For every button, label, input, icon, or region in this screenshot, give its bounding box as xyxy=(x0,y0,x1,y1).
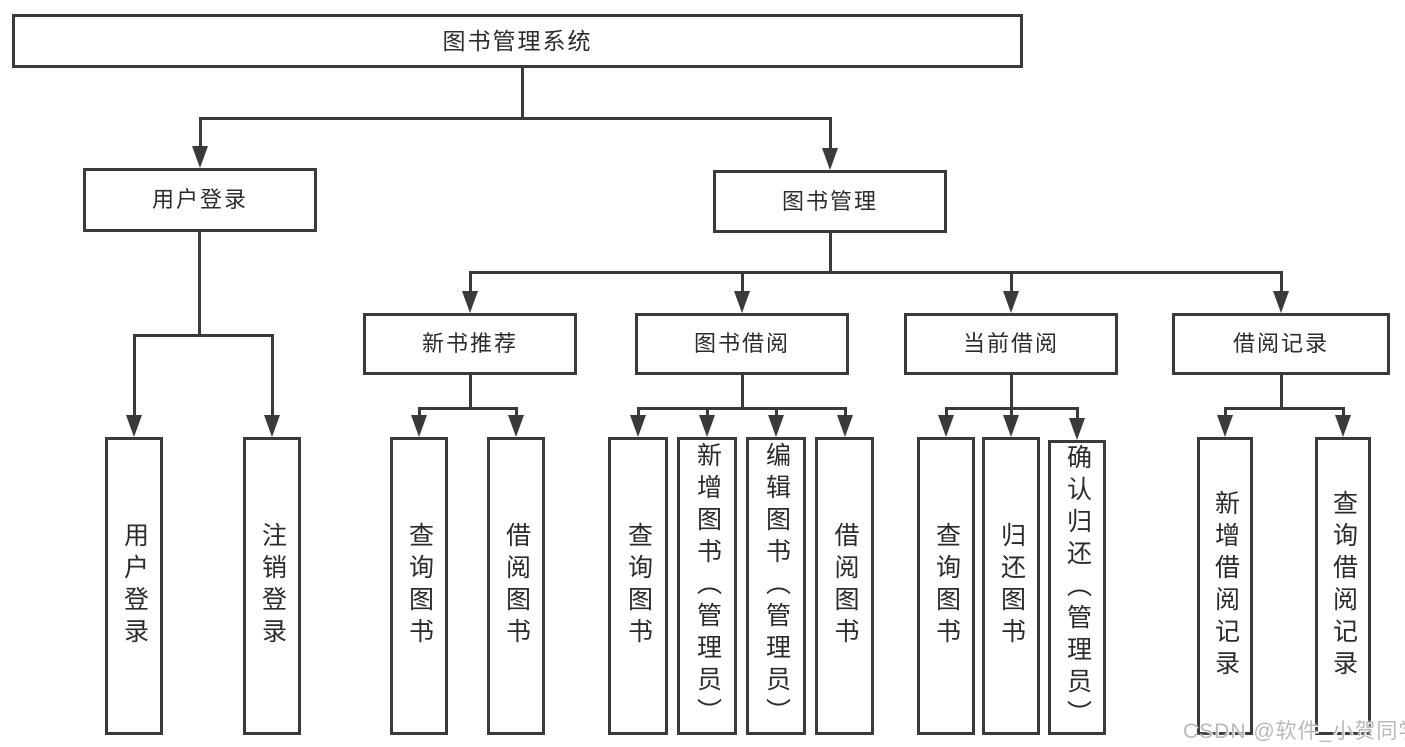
connector-drop-user-login-to-leaves xyxy=(132,335,136,419)
connector-drop-book-borrowing-to-leaves xyxy=(636,408,640,419)
connector-drop-new-book-recommend-to-leaves xyxy=(417,408,421,419)
arrow-down-icon xyxy=(734,291,750,313)
node-leaf-return-books: 归还图书 xyxy=(982,437,1040,735)
arrow-down-icon xyxy=(837,415,853,437)
connector-drop-current-borrowing-to-leaves xyxy=(1009,408,1013,419)
node-leaf-borrow-books-rec: 借阅图书 xyxy=(487,437,545,735)
connector-drop-book-management-to-level3 xyxy=(468,272,472,295)
connector-drop-new-book-recommend-to-leaves xyxy=(514,408,518,419)
arrow-down-icon xyxy=(508,415,524,437)
connector-drop-borrowing-records-to-leaves xyxy=(1223,408,1227,419)
node-book-borrowing: 图书借阅 xyxy=(635,313,849,375)
connector-drop-book-management-to-level3 xyxy=(1279,272,1283,295)
arrow-down-icon xyxy=(192,146,208,168)
connector-bar-root-to-level2 xyxy=(198,116,832,120)
arrow-down-icon xyxy=(1003,291,1019,313)
connector-stem-current-borrowing-to-leaves xyxy=(1009,375,1013,408)
arrow-down-icon xyxy=(630,415,646,437)
connector-stem-borrowing-records-to-leaves xyxy=(1279,375,1283,408)
connector-drop-book-borrowing-to-leaves xyxy=(705,408,709,419)
arrow-down-icon xyxy=(822,148,838,170)
connector-stem-book-management-to-level3 xyxy=(828,233,832,272)
arrow-down-icon xyxy=(768,415,784,437)
connector-drop-user-login-to-leaves xyxy=(270,335,274,419)
arrow-down-icon xyxy=(126,415,142,437)
connector-stem-new-book-recommend-to-leaves xyxy=(468,375,472,408)
arrow-down-icon xyxy=(1273,291,1289,313)
node-leaf-query-borrow-record: 查询借阅记录 xyxy=(1315,437,1371,735)
node-leaf-confirm-return-admin: 确认归还（管理员） xyxy=(1048,440,1106,735)
node-user-login: 用户登录 xyxy=(83,168,317,232)
connector-bar-new-book-recommend-to-leaves xyxy=(417,406,518,410)
arrow-down-icon xyxy=(1003,415,1019,437)
node-leaf-query-books-rec: 查询图书 xyxy=(390,437,448,735)
node-current-borrowing: 当前借阅 xyxy=(904,313,1118,375)
arrow-down-icon xyxy=(938,415,954,437)
connector-stem-root-to-level2 xyxy=(520,68,524,118)
arrow-down-icon xyxy=(1335,415,1351,437)
watermark: CSDN @软件_小贺同学 xyxy=(1183,720,1405,743)
connector-drop-root-to-level2 xyxy=(198,118,202,150)
connector-drop-book-borrowing-to-leaves xyxy=(774,408,778,419)
connector-drop-current-borrowing-to-leaves xyxy=(944,408,948,419)
node-new-book-recommend: 新书推荐 xyxy=(363,313,577,375)
arrow-down-icon xyxy=(411,415,427,437)
node-leaf-query-books-borrow: 查询图书 xyxy=(608,437,668,735)
node-root: 图书管理系统 xyxy=(12,14,1023,68)
arrow-down-icon xyxy=(1069,418,1085,440)
node-leaf-add-borrow-record: 新增借阅记录 xyxy=(1197,437,1253,735)
node-book-management: 图书管理 xyxy=(713,170,947,233)
connector-drop-book-management-to-level3 xyxy=(1009,272,1013,295)
connector-stem-book-borrowing-to-leaves xyxy=(740,375,744,408)
node-leaf-user-login: 用户登录 xyxy=(105,437,163,735)
connector-bar-borrowing-records-to-leaves xyxy=(1223,406,1345,410)
arrow-down-icon xyxy=(462,291,478,313)
connector-drop-borrowing-records-to-leaves xyxy=(1341,408,1345,419)
connector-bar-book-borrowing-to-leaves xyxy=(636,406,847,410)
connector-stem-user-login-to-leaves xyxy=(197,232,201,335)
node-leaf-borrow-books-borrow: 借阅图书 xyxy=(815,437,874,735)
arrow-down-icon xyxy=(1217,415,1233,437)
connector-drop-book-management-to-level3 xyxy=(740,272,744,295)
node-leaf-logout: 注销登录 xyxy=(243,437,301,735)
node-borrowing-records: 借阅记录 xyxy=(1172,313,1390,375)
node-leaf-add-books-admin: 新增图书（管理员） xyxy=(677,437,737,735)
connector-drop-root-to-level2 xyxy=(828,118,832,152)
node-leaf-query-books-current: 查询图书 xyxy=(917,437,975,735)
connector-bar-book-management-to-level3 xyxy=(468,270,1283,274)
connector-drop-current-borrowing-to-leaves xyxy=(1075,408,1079,422)
connector-bar-user-login-to-leaves xyxy=(132,333,274,337)
connector-drop-book-borrowing-to-leaves xyxy=(843,408,847,419)
arrow-down-icon xyxy=(264,415,280,437)
arrow-down-icon xyxy=(699,415,715,437)
node-leaf-edit-books-admin: 编辑图书（管理员） xyxy=(746,437,806,735)
